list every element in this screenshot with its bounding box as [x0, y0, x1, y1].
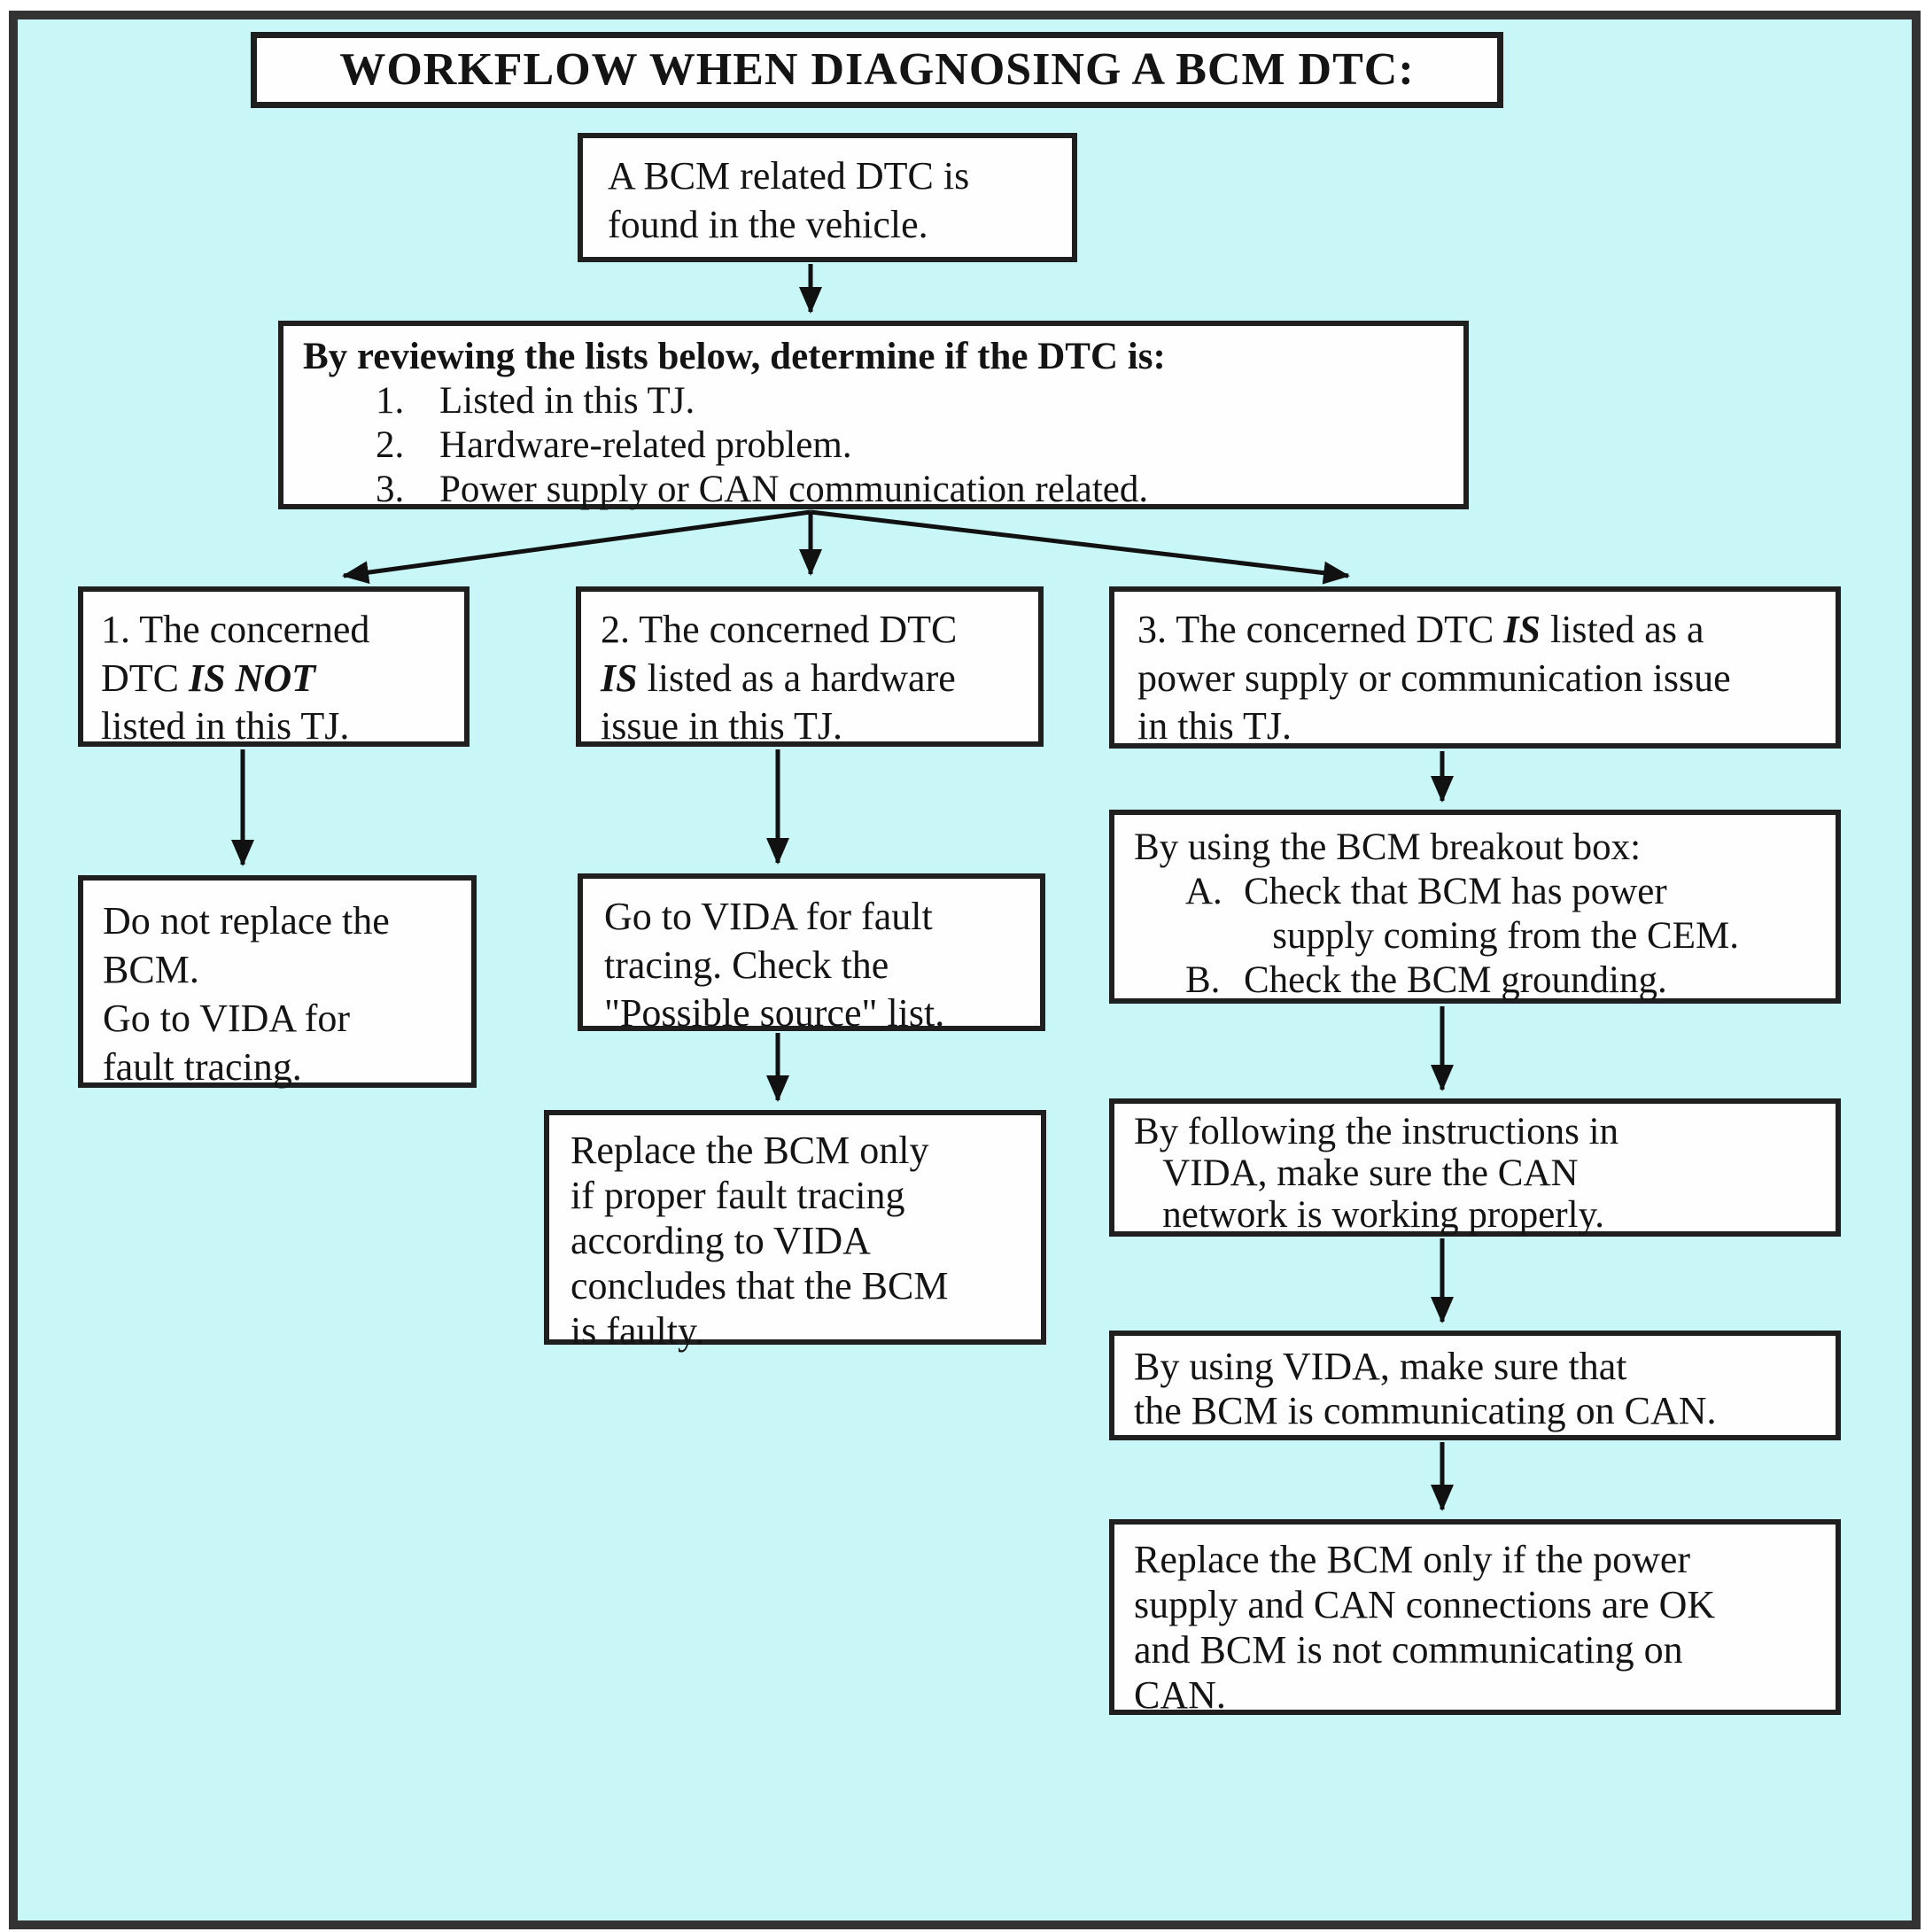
node-branch2-hardware: 2. The concerned DTC IS listed as a hard… — [576, 586, 1044, 748]
node-branch2-text: 2. The concerned DTC IS listed as a hard… — [601, 606, 1033, 751]
branch2-emphasis: IS — [601, 656, 638, 700]
branch2-text-after: listed as a hardware issue in this TJ. — [601, 656, 956, 749]
breakout-item-a: A. Check that BCM has power supply comin… — [1134, 870, 1828, 958]
node-start: A BCM related DTC is found in the vehicl… — [578, 133, 1077, 262]
breakout-item-a-marker: A. — [1185, 871, 1223, 912]
decision-item-2-marker: 2. — [376, 424, 405, 466]
branch3-text-after: listed as a power supply or communicatio… — [1137, 608, 1731, 749]
node-branch1-not-listed: 1. The concerned DTC IS NOT listed in th… — [78, 586, 470, 748]
node-branch3-breakout: By using the BCM breakout box: A. Check … — [1109, 810, 1841, 1004]
node-branch3-power-comm: 3. The concerned DTC IS listed as a powe… — [1109, 586, 1841, 749]
breakout-item-b-marker: B. — [1185, 959, 1221, 1001]
decision-item-2-text: Hardware-related problem. — [439, 424, 852, 466]
decision-item-2: 2. Hardware-related problem. — [303, 423, 1455, 468]
node-branch1-action-text: Do not replace the BCM. Go to VIDA for f… — [103, 899, 390, 1089]
breakout-item-b: B. Check the BCM grounding. — [1134, 958, 1828, 1003]
node-start-text: A BCM related DTC is found in the vehicl… — [608, 154, 970, 246]
breakout-heading: By using the BCM breakout box: — [1134, 826, 1642, 868]
decision-item-3-text: Power supply or CAN communication relate… — [439, 469, 1149, 510]
node-branch3-result: Replace the BCM only if the power supply… — [1109, 1519, 1841, 1717]
decision-item-1-text: Listed in this TJ. — [439, 380, 695, 422]
node-branch2-result-text: Replace the BCM only if proper fault tra… — [571, 1129, 949, 1353]
decision-item-3-marker: 3. — [376, 469, 405, 510]
node-branch1-action: Do not replace the BCM. Go to VIDA for f… — [78, 875, 477, 1089]
node-decision: By reviewing the lists below, determine … — [278, 321, 1469, 512]
decision-item-1: 1. Listed in this TJ. — [303, 379, 1455, 423]
node-branch2-action-text: Go to VIDA for fault tracing. Check the … — [604, 895, 945, 1036]
branch3-text-before: 3. The concerned DTC — [1137, 608, 1504, 651]
node-branch1-text: 1. The concerned DTC IS NOT listed in th… — [101, 606, 459, 751]
branch1-emphasis: IS NOT — [189, 656, 316, 700]
node-branch2-result: Replace the BCM only if proper fault tra… — [544, 1110, 1046, 1353]
branch1-text-after: listed in this TJ. — [101, 704, 350, 749]
node-branch2-action: Go to VIDA for fault tracing. Check the … — [578, 873, 1045, 1035]
branch2-text-before: 2. The concerned DTC — [601, 608, 958, 651]
decision-heading: By reviewing the lists below, determine … — [303, 336, 1166, 377]
branch1-text-before: 1. The concerned DTC — [101, 608, 370, 700]
decision-item-3: 3. Power supply or CAN communication rel… — [303, 468, 1455, 512]
node-branch3-comm-check: By using VIDA, make sure that the BCM is… — [1109, 1331, 1841, 1440]
diagram-title: WORKFLOW WHEN DIAGNOSING A BCM DTC: — [251, 32, 1503, 108]
breakout-item-b-text: Check the BCM grounding. — [1244, 959, 1667, 1001]
node-branch3-comm-check-text: By using VIDA, make sure that the BCM is… — [1134, 1345, 1717, 1432]
node-branch3-result-text: Replace the BCM only if the power supply… — [1134, 1538, 1716, 1717]
node-branch3-can-check: By following the instructions in VIDA, m… — [1109, 1098, 1841, 1237]
node-branch3-can-check-text: By following the instructions in VIDA, m… — [1134, 1111, 1619, 1236]
diagram-title-text: WORKFLOW WHEN DIAGNOSING A BCM DTC: — [339, 43, 1415, 95]
node-branch3-text: 3. The concerned DTC IS listed as a powe… — [1137, 606, 1827, 751]
decision-item-1-marker: 1. — [376, 380, 405, 422]
breakout-item-a-text: Check that BCM has power supply coming f… — [1244, 871, 1739, 957]
branch3-emphasis: IS — [1503, 608, 1541, 651]
